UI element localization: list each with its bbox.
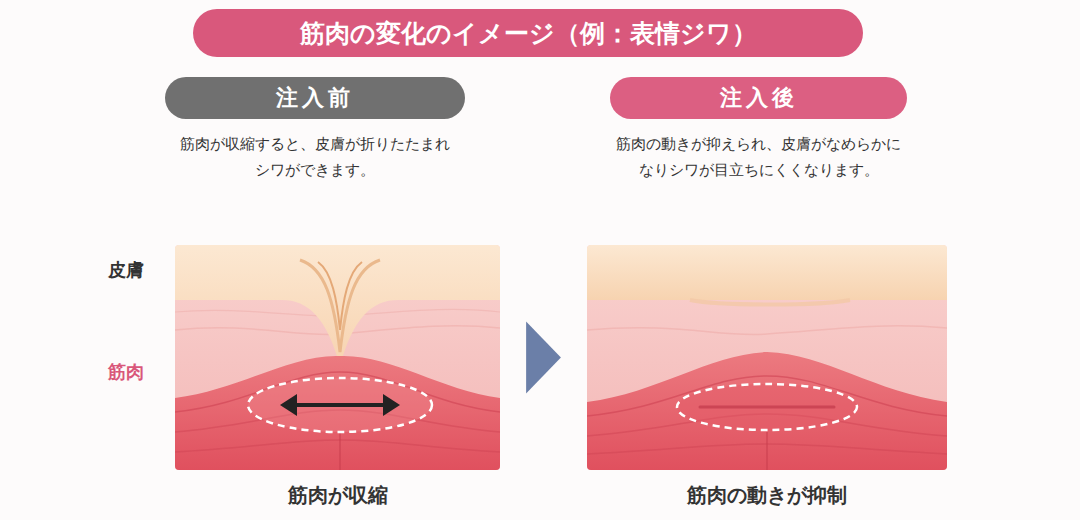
- arrow-head: [526, 322, 561, 394]
- dermis: [587, 245, 947, 470]
- muscle-fiber: [175, 440, 500, 452]
- muscle: [175, 356, 500, 470]
- dermis: [175, 245, 500, 470]
- panel-caption: 筋肉が収縮: [288, 482, 388, 509]
- stage-heading: 注入後: [720, 83, 798, 113]
- layer-label: 筋肉: [108, 360, 144, 384]
- relaxed-fiber: [700, 406, 834, 409]
- illustration-panel: 筋肉の動きが抑制: [587, 245, 947, 470]
- contraction-arrow: [280, 394, 297, 416]
- tissue-line: [587, 326, 947, 335]
- contraction-arrow: [383, 394, 400, 416]
- illustration-panel: 筋肉が収縮: [175, 245, 500, 470]
- title-banner: 筋肉の変化のイメージ（例：表情ジワ）: [193, 9, 863, 57]
- after-illustration: [587, 245, 947, 470]
- stage-heading: 注入前: [276, 83, 354, 113]
- skin-edge: [690, 300, 850, 305]
- contraction-arrow: [292, 403, 388, 407]
- muscle-seam: [766, 432, 768, 470]
- muscle-seam: [339, 432, 341, 470]
- stage-pill: 注入後筋肉の動きが抑えられ、皮膚がなめらかに なりシワが目立ちにくくなります。: [610, 77, 907, 119]
- stage-pill: 注入前筋肉が収縮すると、皮膚が折りたたまれ シワができます。: [165, 77, 465, 119]
- skin-layer: [175, 245, 500, 366]
- muscle-focus: [248, 378, 432, 432]
- skin-fold: [318, 262, 362, 330]
- muscle-focus: [677, 384, 857, 430]
- before-illustration: [175, 245, 500, 470]
- stage-description: 筋肉の動きが抑えられ、皮膚がなめらかに なりシワが目立ちにくくなります。: [589, 131, 929, 183]
- stage-description: 筋肉が収縮すると、皮膚が折りたたまれ シワができます。: [145, 131, 485, 183]
- skin-layer: [587, 245, 947, 300]
- panel-caption: 筋肉の動きが抑制: [687, 482, 847, 509]
- muscle: [587, 352, 947, 470]
- layer-label: 皮膚: [108, 258, 144, 282]
- skin-fold: [300, 260, 380, 352]
- flow-arrow: [526, 322, 561, 394]
